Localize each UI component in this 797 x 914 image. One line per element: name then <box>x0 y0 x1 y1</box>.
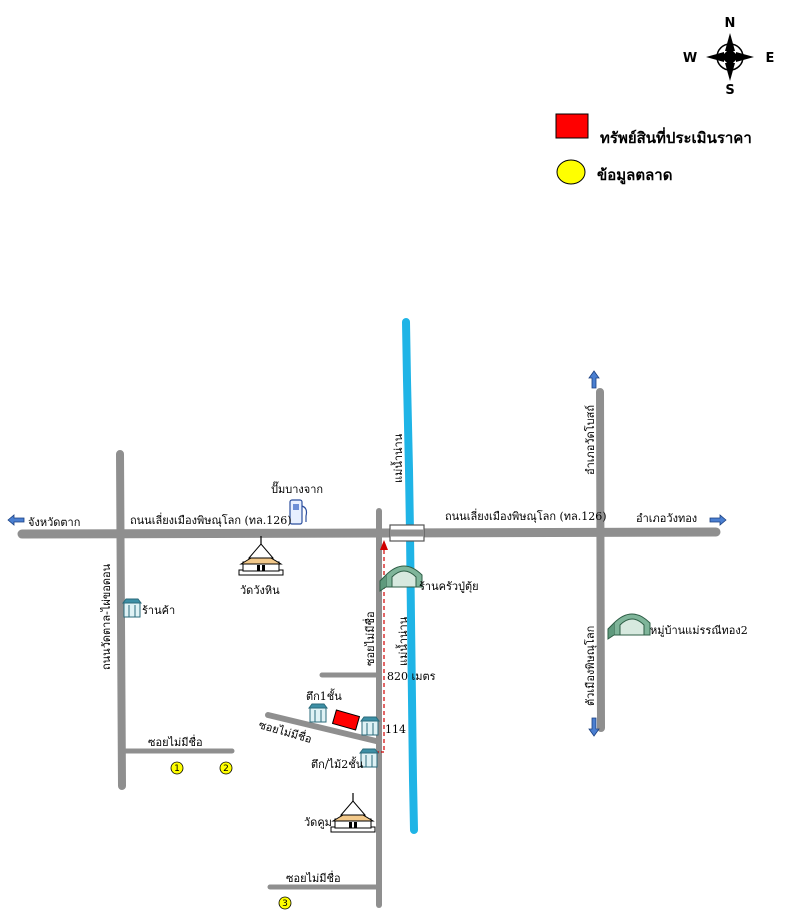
temple-khum-label: วัดคูม <box>304 816 332 829</box>
building-1-label: ตึก1ชั้น <box>306 688 342 703</box>
market-marker-2-label: 2 <box>223 764 229 774</box>
gas-station-label: ปั๊มบางจาก <box>271 481 323 496</box>
legend-subject-swatch <box>555 113 589 139</box>
river-label-upper: แม่น้ำน่าน <box>390 433 405 483</box>
river-label-lower: แม่น้ำน่าน <box>395 616 410 666</box>
legend-market-label: ข้อมูลตลาด <box>597 166 672 185</box>
subject-property <box>331 709 361 731</box>
left-vertical-road <box>116 450 126 790</box>
village-label: หมู่บ้านแม่รรณีทอง2 <box>650 624 748 637</box>
legend-subject-label: ทรัพย์สินที่ประเมินราคา <box>600 127 752 147</box>
to-wangthong-label: อำเภอวังทอง <box>636 512 697 525</box>
temple-khum-icon <box>330 792 376 833</box>
compass-west-label: W <box>683 51 697 66</box>
to-city-label: ตัวเมืองพิษณุโลก <box>583 626 597 706</box>
market-marker-1-label: 1 <box>174 764 180 774</box>
restaurant-label: ร้านครัวปู่ตุ้ย <box>419 580 479 593</box>
gas-station-icon <box>289 499 308 525</box>
temple-wang-hin-label: วัดวังหิน <box>240 584 280 597</box>
house-number-label: 114 <box>385 723 406 736</box>
compass-east-label: E <box>766 51 775 66</box>
shop-icon <box>122 598 142 618</box>
building-1-icon <box>308 703 328 723</box>
main-highway-road <box>17 527 721 539</box>
left-vertical-road-label: ถนนวัดตาล-ไผ่ขอดอน <box>100 563 113 670</box>
market-marker-3-label: 3 <box>282 899 288 909</box>
distance-label: 820 เมตร <box>387 670 436 683</box>
compass-south-label: S <box>725 83 734 98</box>
arrow-to-tak-icon <box>7 514 25 526</box>
right-vertical-road <box>596 388 605 732</box>
shop-label: ร้านค้า <box>142 604 175 617</box>
restaurant-icon <box>379 565 423 592</box>
main-road-label-left: ถนนเลี่ยงเมืองพิษณุโลก (ทล.126) <box>130 512 292 527</box>
to-tak-label: จังหวัดตาก <box>28 516 80 529</box>
road-network <box>17 388 721 908</box>
center-soi-label: ซอยไม่มีชื่อ <box>362 611 377 666</box>
to-wat-bot-label: อำเภอวัดโบสถ์ <box>583 405 597 475</box>
main-road-label-right: ถนนเลี่ยงเมืองพิษณุโลก (ทล.126) <box>445 508 607 523</box>
market-marker-3: 3 <box>278 896 292 910</box>
legend-market-swatch <box>556 159 586 185</box>
market-marker-1: 1 <box>170 761 184 775</box>
left-soi-label: ซอยไม่มีชื่อ <box>148 734 203 749</box>
diagonal-soi-road <box>265 712 379 744</box>
village-icon <box>607 613 651 640</box>
arrow-to-wat-bot-icon <box>588 370 600 389</box>
compass-north-label: N <box>725 16 736 31</box>
market-marker-2: 2 <box>219 761 233 775</box>
building-2-label: ตึก/ไม้2ชั้น <box>311 756 364 771</box>
arrow-to-wangthong-icon <box>709 514 727 526</box>
building-near-114-icon <box>360 716 380 736</box>
bottom-soi-label: ซอยไม่มีชื่อ <box>286 870 341 885</box>
temple-wang-hin-icon <box>238 535 284 576</box>
arrow-to-city-icon <box>588 717 600 737</box>
bridge <box>389 524 425 542</box>
compass-rose <box>706 33 754 81</box>
